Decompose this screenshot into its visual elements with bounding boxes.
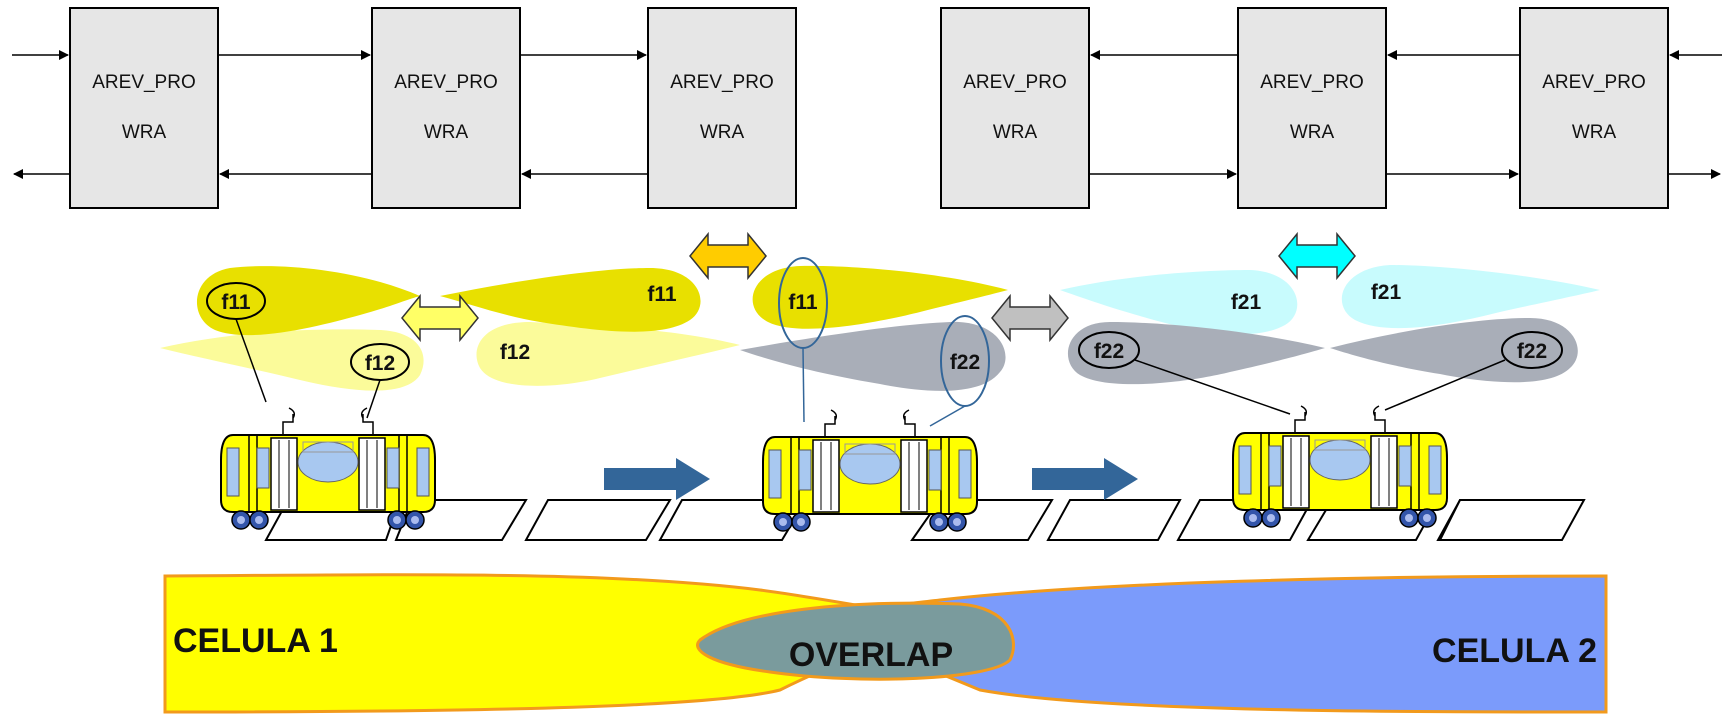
access-point-box: AREV_PRO WRA: [69, 7, 219, 209]
frequency-circle: [1078, 331, 1140, 369]
frequency-label-f22: f22: [1094, 340, 1124, 363]
handover-arrow: [689, 233, 767, 279]
access-point-sublabel: WRA: [993, 122, 1038, 143]
access-point-label: AREV_PRO: [1260, 72, 1363, 93]
frequency-label-f11: f11: [221, 291, 251, 314]
cell-label-2: CELULA 2: [1432, 632, 1597, 670]
access-point-box: AREV_PRO WRA: [647, 7, 797, 209]
access-point-box: AREV_PRO WRA: [940, 7, 1090, 209]
frequency-label-f12: f12: [365, 352, 395, 375]
coverage-lobe-f11: [196, 266, 420, 336]
access-point-box: AREV_PRO WRA: [1237, 7, 1387, 209]
overlap-zone: [696, 601, 1015, 681]
access-point-label: AREV_PRO: [92, 72, 195, 93]
access-point-label: AREV_PRO: [394, 72, 497, 93]
train: [220, 407, 436, 530]
access-point-sublabel: WRA: [700, 122, 745, 143]
frequency-labels: f11 f12 f12 f11 f11 f22 f21 f21 f22 f22: [206, 257, 1563, 407]
coverage-lobe-f12: [476, 322, 740, 386]
access-point-box: AREV_PRO WRA: [1519, 7, 1669, 209]
leader-lines: [235, 318, 1506, 427]
access-point-sublabel: WRA: [1572, 122, 1617, 143]
cell-bands: [163, 573, 1608, 714]
frequency-circle: [1501, 331, 1563, 369]
frequency-label-f22: f22: [1517, 340, 1547, 363]
coverage-lobe-f12: [160, 329, 424, 391]
link-arrows: [12, 50, 1722, 179]
track-segment: [1438, 499, 1586, 541]
frequency-label-f21: f21: [1231, 291, 1262, 314]
coverage-lobe-f21: [1060, 270, 1298, 335]
track-segment: [1046, 499, 1182, 541]
frequency-label-f21: f21: [1371, 281, 1402, 304]
train: [1232, 405, 1448, 528]
frequency-label-f12: f12: [500, 341, 530, 364]
access-point-sublabel: WRA: [1290, 122, 1335, 143]
coverage-lobe-f11: [440, 268, 701, 332]
access-point-label: AREV_PRO: [670, 72, 773, 93]
access-point-row: AREV_PRO WRA AREV_PRO WRA AREV_PRO WRA A…: [69, 7, 1669, 209]
handover-arrow: [1278, 233, 1356, 279]
overlap-label: OVERLAP: [789, 636, 953, 674]
coverage-lobe-f11: [752, 265, 1008, 329]
access-point-sublabel: WRA: [424, 122, 469, 143]
frequency-label-f22: f22: [950, 351, 980, 374]
track-segment: [524, 499, 672, 541]
train: [762, 409, 978, 532]
access-point-label: AREV_PRO: [963, 72, 1066, 93]
access-point-sublabel: WRA: [122, 122, 167, 143]
direction-arrow: [604, 458, 710, 500]
coverage-lobe-f21: [1341, 265, 1600, 329]
direction-arrow: [1032, 458, 1138, 500]
coverage-lobe-f22: [740, 321, 1006, 391]
cell-label-1: CELULA 1: [173, 622, 338, 660]
handover-arrow: [991, 295, 1069, 341]
frequency-label-f11: f11: [788, 291, 818, 314]
access-point-label: AREV_PRO: [1542, 72, 1645, 93]
direction-arrows: [604, 458, 1138, 500]
frequency-label-f11: f11: [647, 283, 677, 306]
access-point-box: AREV_PRO WRA: [371, 7, 521, 209]
